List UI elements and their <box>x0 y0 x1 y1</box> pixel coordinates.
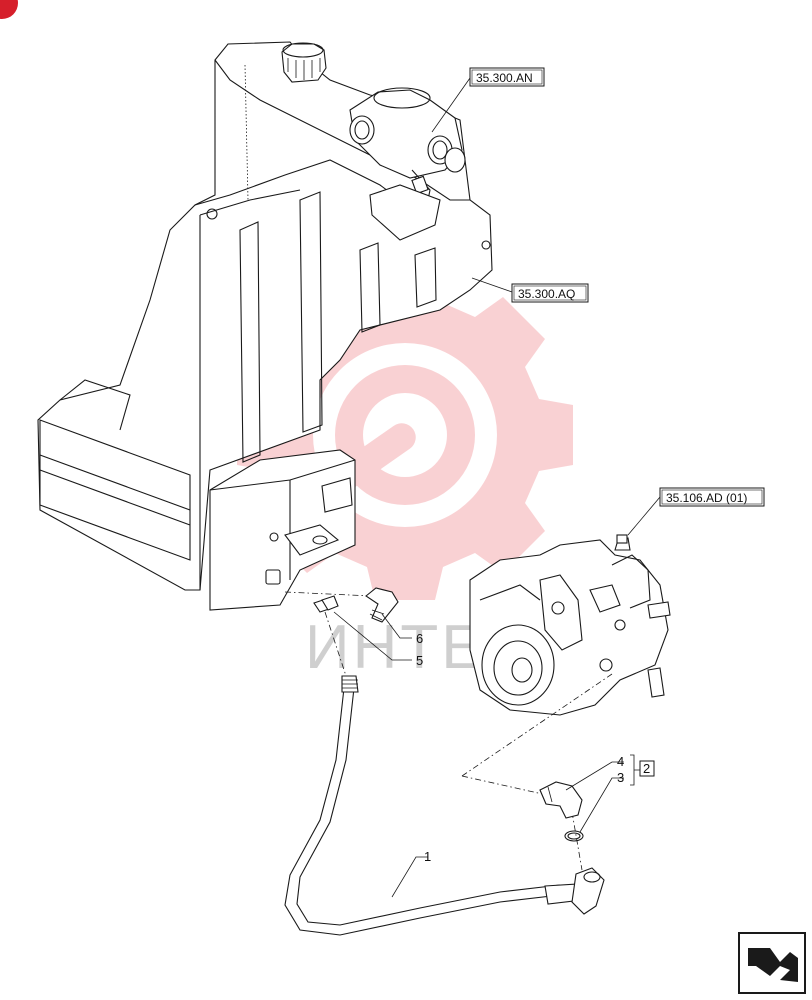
o-ring-item-3 <box>564 830 584 842</box>
centerline-2 <box>324 611 349 683</box>
leader-ref-tank-top <box>431 77 471 133</box>
hose-item-1 <box>284 675 605 936</box>
leader-ref-tank <box>471 277 513 293</box>
leader-item-5 <box>333 611 412 661</box>
callout-item-4: 4 <box>617 754 624 769</box>
centerline-4 <box>461 775 548 796</box>
centerline-3 <box>461 673 613 777</box>
elbow-fitting-item-4 <box>539 781 583 819</box>
callout-item-6: 6 <box>416 631 423 646</box>
ref-box-tank-top[interactable]: 35.300.AN <box>469 67 545 87</box>
leader-item-3 <box>579 777 624 833</box>
leader-item-1 <box>391 856 428 898</box>
callout-item-3: 3 <box>617 770 624 785</box>
ref-pump-label: 35.106.AD (01) <box>666 491 747 505</box>
corner-badge <box>0 0 18 19</box>
fitting-item-5 <box>313 595 339 613</box>
elbow-fitting-item-6 <box>365 587 399 623</box>
hydraulic-pump <box>469 534 671 716</box>
callout-item-1: 1 <box>424 849 431 864</box>
ref-box-tank[interactable]: 35.300.AQ <box>511 283 589 303</box>
leader-ref-pump <box>627 496 661 536</box>
leader-item-6 <box>381 613 412 639</box>
ref-tank-top-label: 35.300.AN <box>476 71 533 85</box>
centerline-1 <box>284 591 373 597</box>
group-box-label: 2 <box>643 761 650 776</box>
group-box: 2 <box>639 760 655 777</box>
hydraulic-tank <box>37 41 493 611</box>
ref-box-pump[interactable]: 35.106.AD (01) <box>659 487 765 507</box>
next-page-arrow-icon[interactable] <box>738 932 806 994</box>
leader-item-4 <box>565 761 624 791</box>
group-bracket <box>630 754 640 786</box>
callout-item-5: 5 <box>416 653 423 668</box>
ref-tank-label: 35.300.AQ <box>518 287 575 301</box>
